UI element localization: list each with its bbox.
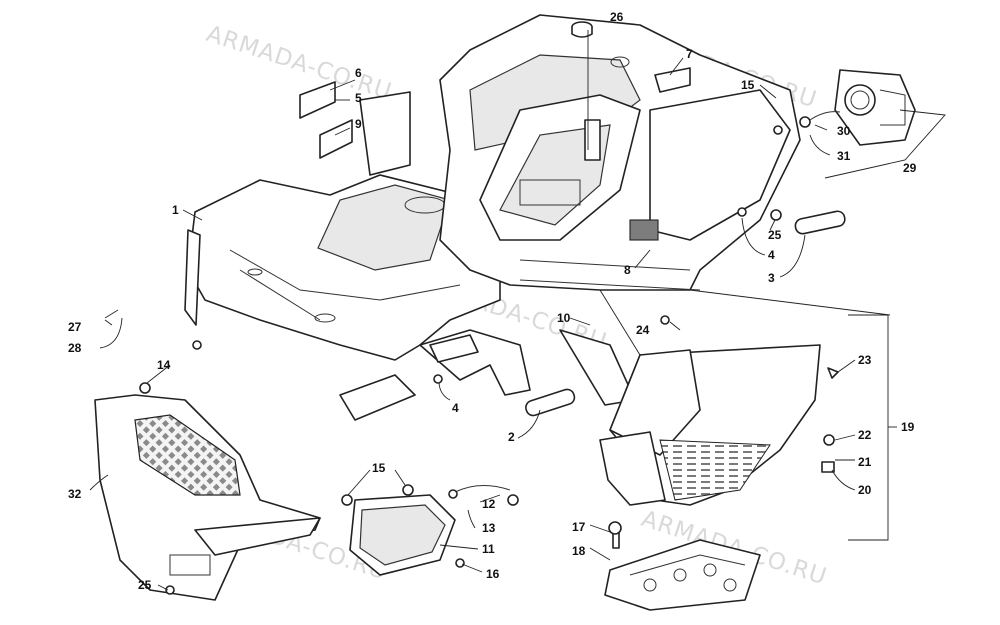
- callout-28: 28: [68, 341, 82, 355]
- fasteners: [104, 207, 839, 595]
- decals-front: [299, 81, 411, 176]
- callout-25: 25: [138, 578, 152, 592]
- callout-22: 22: [858, 428, 872, 442]
- callout-5: 5: [355, 91, 362, 105]
- callout-24: 24: [636, 323, 650, 337]
- front-grill: [94, 394, 321, 601]
- callout-10: 10: [557, 311, 571, 325]
- callout-1: 1: [172, 203, 179, 217]
- callout-4: 4: [768, 248, 775, 262]
- callout-2: 2: [508, 430, 515, 444]
- decal-7: [654, 67, 691, 93]
- callout-13: 13: [482, 521, 496, 535]
- callout-20: 20: [858, 483, 872, 497]
- callout-15: 15: [741, 78, 755, 92]
- callout-11: 11: [482, 542, 495, 556]
- callout-32: 32: [68, 487, 82, 501]
- callout-8: 8: [624, 263, 631, 277]
- reflector-3: [794, 210, 846, 235]
- leader-lines: [89, 30, 946, 591]
- callout-21: 21: [858, 455, 872, 469]
- callout-15: 15: [372, 461, 386, 475]
- callout-25: 25: [768, 228, 782, 242]
- footwell: [599, 344, 821, 506]
- callout-6: 6: [355, 66, 362, 80]
- callout-9: 9: [355, 117, 362, 131]
- callout-29: 29: [903, 161, 917, 175]
- callout-23: 23: [858, 353, 872, 367]
- callout-16: 16: [486, 567, 500, 581]
- callout-12: 12: [482, 497, 496, 511]
- callout-27: 27: [68, 320, 82, 334]
- callout-14: 14: [157, 358, 171, 372]
- callout-labels: 1 2 3 4 4 5 6 7 8 9 10 11 12 13 14 15 15…: [68, 10, 917, 592]
- callout-18: 18: [572, 544, 586, 558]
- callout-19: 19: [901, 420, 915, 434]
- front-fender: [184, 174, 531, 421]
- watermark-text: ARMADA-CO.RU: [203, 21, 395, 106]
- skid-plate: [604, 539, 761, 611]
- headlight-right: [773, 69, 916, 146]
- reflector-2: [525, 388, 576, 417]
- rear-fender: [439, 14, 801, 291]
- callout-31: 31: [837, 149, 851, 163]
- callout-4: 4: [452, 401, 459, 415]
- callout-3: 3: [768, 271, 775, 285]
- fuel-cap: [571, 21, 593, 38]
- callout-7: 7: [686, 47, 693, 61]
- callout-30: 30: [837, 124, 851, 138]
- callout-17: 17: [572, 520, 586, 534]
- callout-26: 26: [610, 10, 624, 24]
- headlight-left: [349, 485, 519, 576]
